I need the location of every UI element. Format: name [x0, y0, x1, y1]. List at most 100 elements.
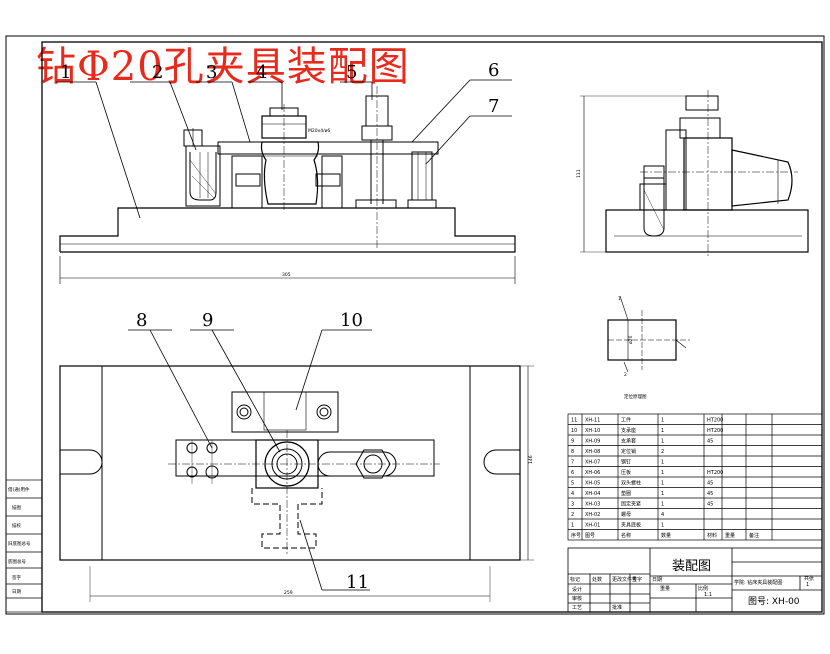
- bom-cell-no: 7: [571, 460, 574, 466]
- balloon-3: 3: [206, 62, 217, 83]
- bom-cell-code: XH-10: [585, 428, 600, 434]
- bom-cell-name: 垫圈: [621, 490, 631, 497]
- tb-label-5: 设计: [572, 586, 582, 593]
- bom-header-cell: 序号: [571, 532, 581, 539]
- tb-label-3: 签字: [632, 576, 642, 583]
- balloon-10: 10: [340, 310, 363, 331]
- bom-cell-qty: 1: [661, 460, 664, 466]
- bom-cell-no: 5: [571, 481, 574, 487]
- bom-cell-no: 4: [571, 491, 574, 497]
- bom-cell-mat: HT200: [707, 470, 723, 476]
- bom-cell-mat: 45: [707, 481, 713, 487]
- bom-cell-name: 双头螺柱: [621, 480, 641, 487]
- tb-label-8: 批准: [612, 604, 622, 611]
- surface-note: M20x4/ø6: [308, 128, 330, 134]
- bom-cell-qty: 1: [661, 481, 664, 487]
- bom-cell-qty: 4: [661, 512, 664, 518]
- bom-cell-code: XH-07: [585, 460, 600, 466]
- bom-header-cell: 重量: [725, 532, 735, 539]
- bom-cell-qty: 2: [661, 449, 664, 455]
- tb-label-10: 重量: [660, 585, 670, 592]
- bom-cell-code: XH-04: [585, 491, 600, 497]
- locating-detail: [607, 295, 690, 373]
- bom-cell-no: 1: [571, 523, 574, 529]
- bom-cell-no: 10: [571, 428, 577, 434]
- bom-cell-code: XH-03: [585, 502, 600, 508]
- bom-cell-qty: 1: [661, 470, 664, 476]
- balloon-9: 9: [202, 310, 213, 331]
- tb-school: 学院: 钻床夹具装配图: [734, 579, 782, 586]
- tb-sheet-label: 共张: [804, 575, 814, 582]
- dim-plan-height: 146: [528, 455, 534, 464]
- tb-label-2: 更改文件号: [612, 576, 637, 583]
- balloon-8: 8: [136, 310, 147, 331]
- tb-scale: 1:1: [704, 592, 712, 598]
- bom-cell-code: XH-09: [585, 439, 600, 445]
- bom-cell-name: 支承套: [621, 438, 636, 445]
- side-block-2: 描校: [12, 522, 21, 529]
- bom-cell-mat: HT200: [707, 428, 723, 434]
- tb-label-4: 日期: [652, 577, 662, 583]
- tb-label-6: 审核: [572, 595, 582, 602]
- balloon-4: 4: [256, 62, 267, 83]
- bom-cell-name: 钢钉: [621, 459, 631, 466]
- bom-cell-no: 11: [571, 418, 577, 424]
- bom-cell-no: 3: [571, 502, 574, 508]
- bom-cell-name: 螺母: [621, 511, 631, 518]
- bom-cell-qty: 1: [661, 491, 664, 497]
- bom-cell-qty: 1: [661, 439, 664, 445]
- inner-frame: [41, 41, 823, 613]
- side-view: [580, 90, 809, 256]
- detail-tol: ø20: [628, 335, 634, 344]
- leaders-plan: [128, 329, 372, 591]
- bom-header-cell: 名称: [621, 532, 631, 539]
- tb-label-9: 比例: [698, 585, 708, 592]
- side-block-4: 底图总号: [8, 558, 26, 565]
- bom-cell-code: XH-08: [585, 449, 600, 455]
- dim-front-width: 305: [282, 272, 291, 278]
- balloon-2: 2: [152, 62, 163, 83]
- bom-cell-qty: 1: [661, 523, 664, 529]
- left-side-block: [5, 479, 43, 613]
- balloon-7: 7: [488, 96, 499, 117]
- bom-cell-name: 工件: [621, 417, 631, 424]
- bom-cell-qty: 1: [661, 428, 664, 434]
- bom-cell-no: 9: [571, 439, 574, 445]
- bom-cell-name: 支承座: [621, 427, 636, 434]
- plan-view: [59, 365, 534, 602]
- bom-cell-code: XH-06: [585, 470, 600, 476]
- dim-side-height: 111: [576, 169, 582, 178]
- bom-header-cell: 备注: [749, 532, 759, 539]
- bom-cell-no: 2: [571, 512, 574, 518]
- bom-header-cell: 材料: [707, 532, 717, 539]
- side-block-5: 签字: [12, 574, 21, 581]
- leaders-top: [56, 79, 512, 219]
- detail-label: 定位原理图: [624, 393, 647, 400]
- bom-cell-mat: 45: [707, 502, 713, 508]
- bom-cell-mat: HT200: [707, 418, 723, 424]
- tb-drawing-no: 图号: XH-00: [748, 596, 800, 607]
- tb-label-7: 工艺: [572, 605, 582, 611]
- outer-frame: [5, 35, 825, 615]
- bom-cell-name: 压板: [621, 469, 631, 476]
- title-block: [567, 547, 823, 613]
- front-view: [59, 86, 516, 284]
- bom-cell-name: 定位销: [621, 448, 636, 455]
- balloon-1: 1: [60, 62, 71, 83]
- side-block-3: 旧底图总号: [8, 540, 31, 547]
- balloon-11: 11: [346, 572, 369, 593]
- side-block-1: 描图: [12, 504, 21, 511]
- tb-label-0: 标记: [570, 576, 580, 583]
- bom-header-cell: 图号: [585, 533, 595, 539]
- bom-header-cell: 数量: [661, 532, 671, 539]
- bom-cell-code: XH-01: [585, 523, 600, 529]
- bom-cell-no: 6: [571, 470, 574, 476]
- dim-plan-width: 259: [284, 590, 293, 596]
- bom-cell-qty: 1: [661, 502, 664, 508]
- bom-cell-name: 夹具底板: [621, 522, 641, 529]
- balloon-5: 5: [346, 62, 357, 83]
- bom-cell-mat: 45: [707, 491, 713, 497]
- bom-cell-code: XH-02: [585, 512, 600, 518]
